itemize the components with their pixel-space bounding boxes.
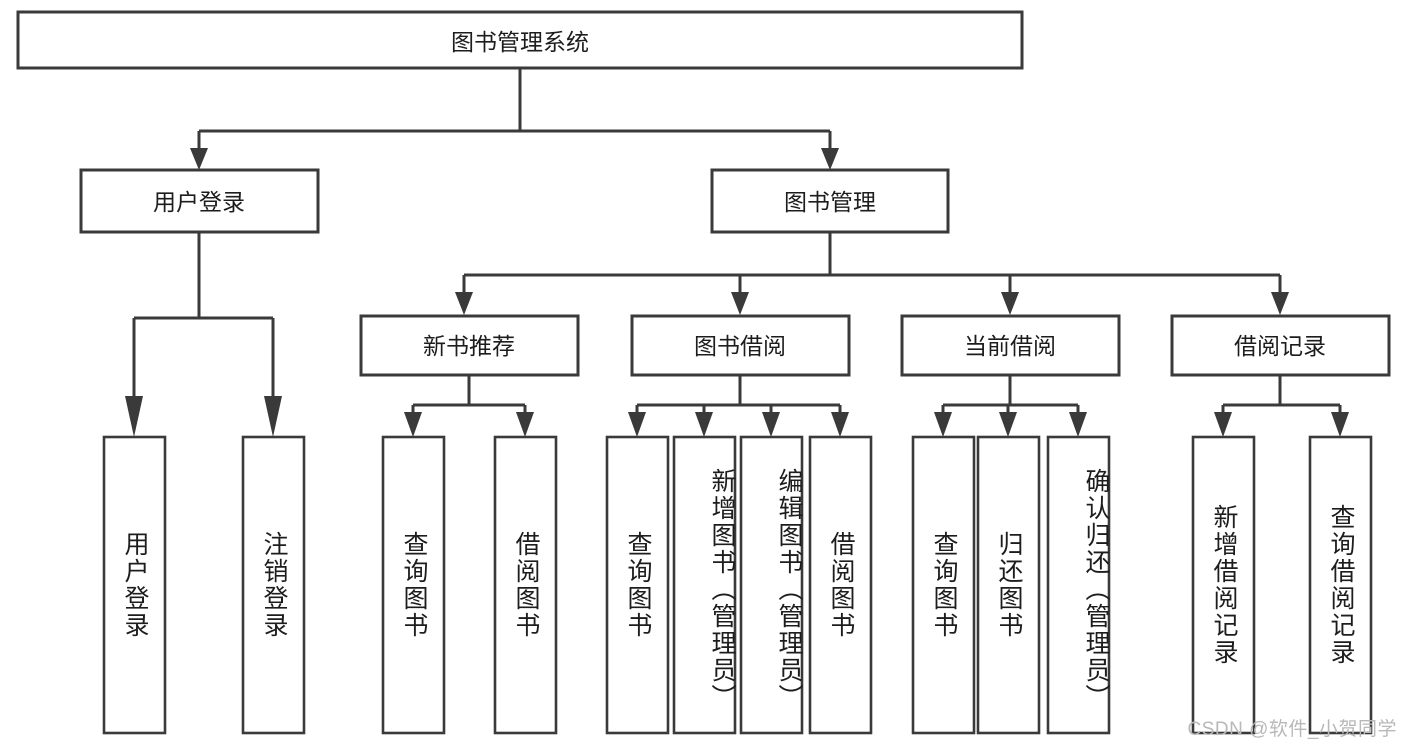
node-book-borrow-box — [630, 314, 851, 377]
node-current-borrow-label: 当前借阅 — [964, 333, 1056, 359]
arrowhead-user-login — [190, 148, 208, 170]
arrowhead-leaf-br-add-record — [1214, 412, 1232, 437]
leaf-box-user-login[interactable] — [102, 435, 167, 735]
arrowhead-borrow-record — [1271, 292, 1289, 315]
node-book-borrow-label: 图书借阅 — [694, 333, 786, 359]
node-user-login-box — [79, 168, 320, 234]
node-book-management[interactable]: 图书管理 — [710, 168, 950, 234]
node-user-login-label: 用户登录 — [153, 189, 245, 215]
node-new-book-recommend[interactable]: 新书推荐 — [359, 314, 580, 377]
arrowhead-leaf-nb-borrow-book — [516, 412, 534, 437]
arrowhead-leaf-nb-query-book — [404, 412, 422, 437]
leaf-boxes — [102, 435, 1373, 735]
leaf-box-cb-query-book[interactable] — [911, 435, 976, 735]
arrowhead-leaf-bb-borrow-book — [831, 412, 849, 437]
leaf-box-br-query-record[interactable] — [1308, 435, 1373, 735]
node-borrow-record-label: 借阅记录 — [1234, 333, 1326, 359]
arrowhead-leaf-br-query-record — [1331, 412, 1349, 437]
arrowhead-leaf-cb-confirm-return — [1069, 412, 1087, 437]
node-book-borrow[interactable]: 图书借阅 — [630, 314, 851, 377]
node-root-label: 图书管理系统 — [451, 29, 589, 55]
arrowhead-current-borrow — [1001, 292, 1019, 315]
leaf-box-nb-query-book[interactable] — [381, 435, 446, 735]
node-book-management-box — [710, 168, 950, 234]
arrowhead-leaf-bb-query-book — [628, 412, 646, 437]
arrowhead-leaf-cb-return-book — [999, 412, 1017, 437]
leaf-box-bb-add-book[interactable] — [672, 435, 737, 735]
node-borrow-record[interactable]: 借阅记录 — [1170, 314, 1391, 377]
node-new-book-recommend-box — [359, 314, 580, 377]
arrowhead-leaf-bb-edit-book — [762, 412, 780, 437]
arrowhead-leaf-logout-login — [264, 396, 282, 437]
leaf-box-cb-return-book[interactable] — [976, 435, 1041, 735]
leaf-box-bb-borrow-book[interactable] — [808, 435, 873, 735]
leaf-box-bb-edit-book[interactable] — [739, 435, 804, 735]
arrowhead-leaf-user-login — [125, 396, 143, 437]
node-book-management-label: 图书管理 — [784, 189, 876, 215]
arrowhead-book-borrow — [731, 292, 749, 315]
arrowhead-book-mgmt — [821, 148, 839, 170]
arrowhead-leaf-bb-add-book — [695, 412, 713, 437]
node-root-box — [16, 10, 1024, 70]
arrowhead-leaf-cb-query-book — [934, 412, 952, 437]
connectors — [125, 68, 1349, 437]
node-new-book-recommend-label: 新书推荐 — [423, 333, 515, 359]
node-borrow-record-box — [1170, 314, 1391, 377]
watermark-text: CSDN @软件_小贺同学 — [1187, 719, 1397, 740]
node-root[interactable]: 图书管理系统 — [16, 10, 1024, 70]
leaf-box-logout-login[interactable] — [241, 435, 306, 735]
leaf-box-nb-borrow-book[interactable] — [493, 435, 558, 735]
arrowhead-new-book-recommend — [455, 292, 473, 315]
leaf-box-cb-confirm-return[interactable] — [1046, 435, 1111, 735]
leaf-box-br-add-record[interactable] — [1191, 435, 1256, 735]
leaf-box-bb-query-book[interactable] — [605, 435, 670, 735]
node-user-login[interactable]: 用户登录 — [79, 168, 320, 234]
node-current-borrow-box — [900, 314, 1121, 377]
node-current-borrow[interactable]: 当前借阅 — [900, 314, 1121, 377]
